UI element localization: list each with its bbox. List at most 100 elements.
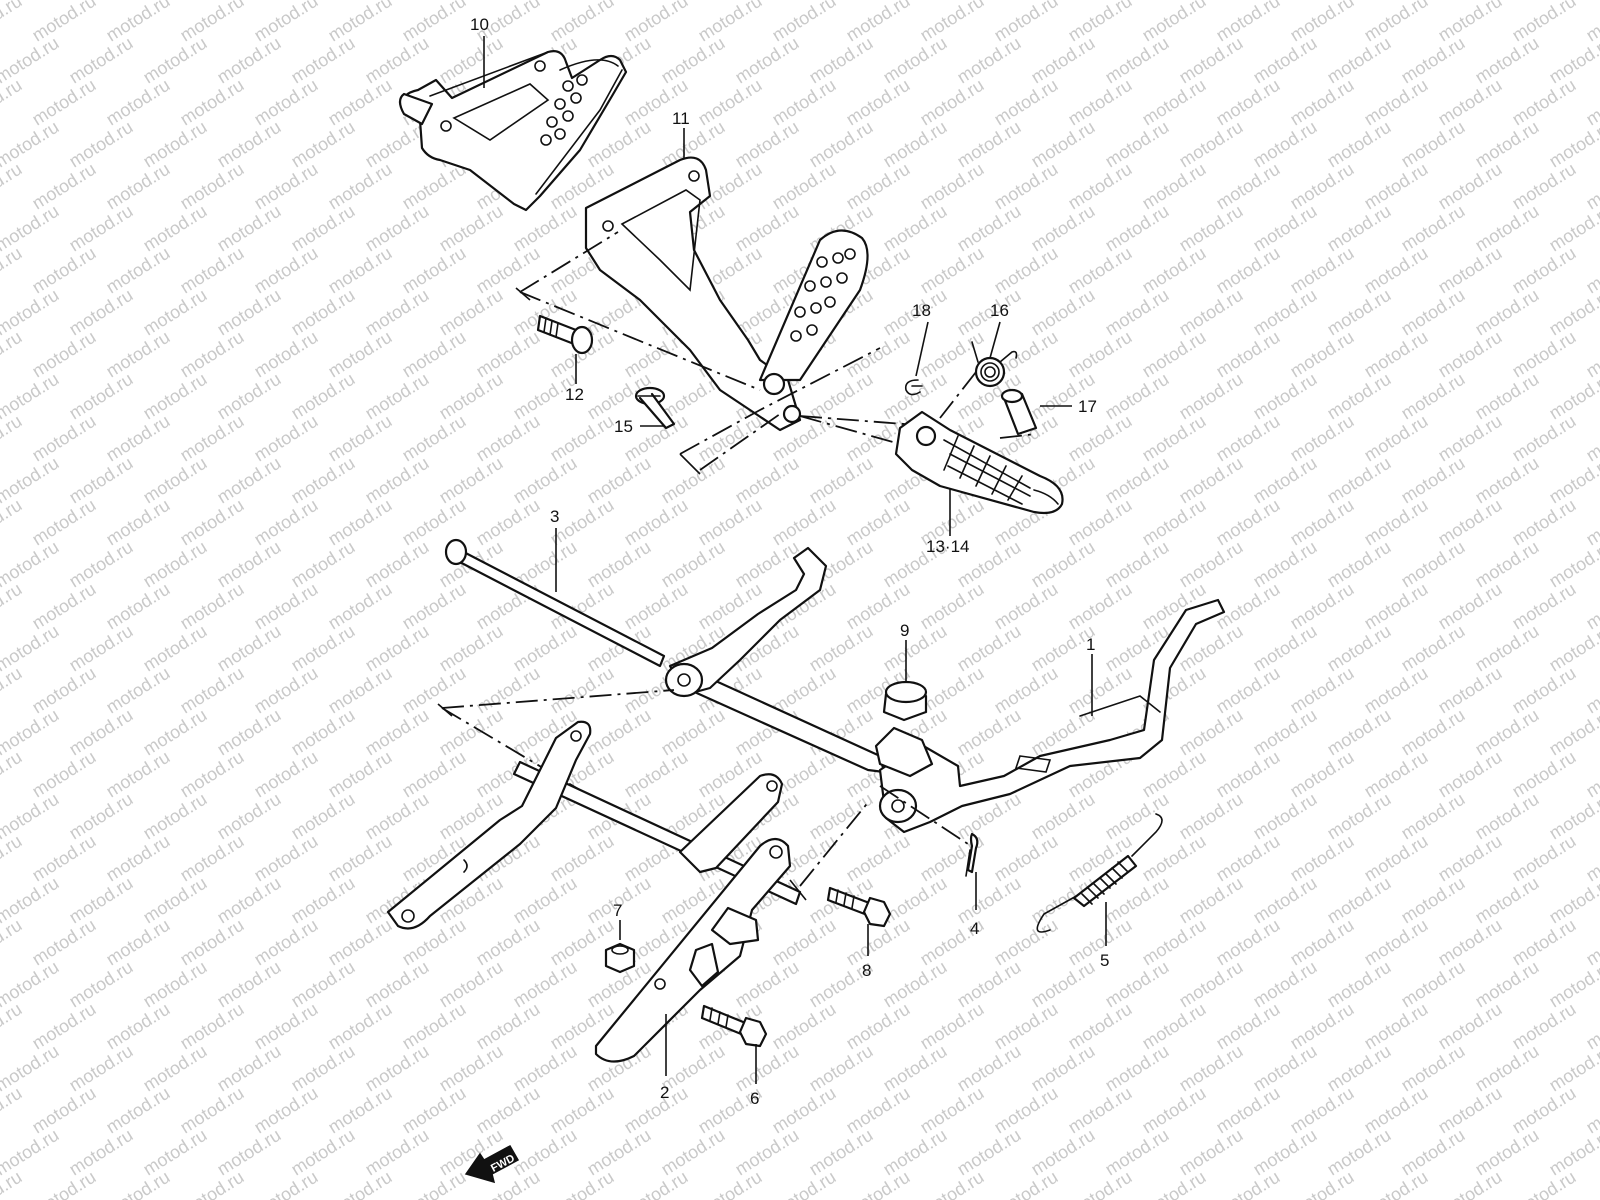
watermark-text: motod.ru [621,1083,692,1138]
watermark-text: motod.ru [1546,201,1600,256]
watermark-text: motod.ru [29,327,100,382]
watermark-text: motod.ru [214,33,285,88]
watermark-text: motod.ru [288,201,359,256]
watermark-text: motod.ru [177,663,248,718]
watermark-text: motod.ru [1435,243,1506,298]
watermark-text: motod.ru [1509,579,1580,634]
watermark-text: motod.ru [0,159,25,214]
watermark-text: motod.ru [325,159,396,214]
watermark-text: motod.ru [251,159,322,214]
watermark-text: motod.ru [1324,789,1395,844]
watermark-text: motod.ru [1102,33,1173,88]
watermark-text: motod.ru [66,705,137,760]
watermark-text: motod.ru [547,0,618,45]
watermark-text: motod.ru [66,285,137,340]
watermark-text: motod.ru [1509,915,1580,970]
watermark-text: motod.ru [399,411,470,466]
watermark-text: motod.ru [177,747,248,802]
watermark-text: motod.ru [1398,285,1469,340]
watermark-text: motod.ru [1213,75,1284,130]
watermark-text: motod.ru [399,579,470,634]
watermark-text: motod.ru [621,0,692,45]
watermark-text: motod.ru [177,1083,248,1138]
watermark-text: motod.ru [1250,285,1321,340]
watermark-text: motod.ru [29,411,100,466]
watermark-text: motod.ru [1546,621,1600,676]
watermark-text: motod.ru [29,75,100,130]
watermark-text: motod.ru [251,663,322,718]
watermark-text: motod.ru [1509,75,1580,130]
watermark-text: motod.ru [251,243,322,298]
watermark-text: motod.ru [1028,957,1099,1012]
bolt-8 [826,886,892,928]
watermark-text: motod.ru [0,0,25,45]
watermark-text: motod.ru [1324,957,1395,1012]
watermark-text: motod.ru [510,1125,581,1180]
watermark-text: motod.ru [1213,579,1284,634]
watermark-text: motod.ru [473,999,544,1054]
watermark-text: motod.ru [66,957,137,1012]
watermark-text: motod.ru [177,831,248,886]
watermark-text: motod.ru [399,1167,470,1200]
watermark-text: motod.ru [658,453,729,508]
watermark-text: motod.ru [177,0,248,45]
watermark-text: motod.ru [251,915,322,970]
watermark-text: motod.ru [695,0,766,45]
watermark-text: motod.ru [362,537,433,592]
watermark-text: motod.ru [1398,873,1469,928]
watermark-text: motod.ru [214,873,285,928]
watermark-text: motod.ru [177,75,248,130]
watermark-text: motod.ru [214,789,285,844]
watermark-text: motod.ru [214,369,285,424]
watermark-text: motod.ru [1139,0,1210,45]
watermark-text: motod.ru [1472,1125,1543,1180]
watermark-text: motod.ru [769,1167,840,1200]
watermark-text: motod.ru [1065,411,1136,466]
bolt-12 [536,314,594,355]
watermark-text: motod.ru [1472,453,1543,508]
watermark-text: motod.ru [954,1041,1025,1096]
footpeg-13-14 [894,410,1064,515]
watermark-text: motod.ru [214,1041,285,1096]
watermark-text: motod.ru [251,1167,322,1200]
watermark-text: motod.ru [806,621,877,676]
watermark-text: motod.ru [29,0,100,45]
watermark-text: motod.ru [66,873,137,928]
watermark-text: motod.ru [1065,1083,1136,1138]
watermark-text: motod.ru [325,327,396,382]
callout-7: 7 [613,901,622,920]
watermark-text: motod.ru [1102,117,1173,172]
watermark-text: motod.ru [251,831,322,886]
watermark-text: motod.ru [140,873,211,928]
watermark-text: motod.ru [1250,537,1321,592]
watermark-text: motod.ru [103,327,174,382]
watermark-text: motod.ru [1139,1083,1210,1138]
watermark-text: motod.ru [29,159,100,214]
watermark-text: motod.ru [732,1125,803,1180]
watermark-text: motod.ru [1546,873,1600,928]
watermark-text: motod.ru [1583,1167,1600,1200]
watermark-text: motod.ru [843,1083,914,1138]
watermark-text: motod.ru [29,915,100,970]
watermark-text: motod.ru [843,159,914,214]
watermark-text: motod.ru [214,453,285,508]
watermark-text: motod.ru [1065,495,1136,550]
watermark-text: motod.ru [621,1167,692,1200]
watermark-text: motod.ru [177,1167,248,1200]
watermark-text: motod.ru [1065,999,1136,1054]
watermark-text: motod.ru [880,873,951,928]
watermark-text: motod.ru [1139,75,1210,130]
watermark-text: motod.ru [1213,243,1284,298]
watermark-text: motod.ru [1287,495,1358,550]
watermark-text: motod.ru [1213,495,1284,550]
watermark-text: motod.ru [288,369,359,424]
watermark-text: motod.ru [325,915,396,970]
watermark-text: motod.ru [695,75,766,130]
watermark-text: motod.ru [1287,327,1358,382]
watermark-text: motod.ru [66,621,137,676]
watermark-text: motod.ru [1139,915,1210,970]
watermark-text: motod.ru [1472,369,1543,424]
watermark-text: motod.ru [325,75,396,130]
watermark-text: motod.ru [732,453,803,508]
watermark-text: motod.ru [325,579,396,634]
